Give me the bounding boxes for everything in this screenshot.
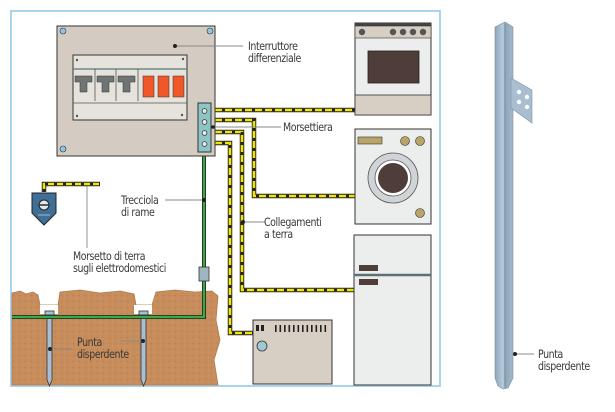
appliance-ground-clamp xyxy=(31,181,100,226)
callout-dot xyxy=(202,198,206,202)
heater-vent xyxy=(293,325,295,332)
callout-dot xyxy=(173,44,177,48)
label-line: Collegamenti xyxy=(264,215,322,229)
ground-rod-photo xyxy=(494,21,533,390)
label-differential-switch: Interruttore differenziale xyxy=(248,40,301,64)
heater-vent xyxy=(306,325,309,332)
label-line: disperdente xyxy=(77,347,129,361)
breaker-switch-gray xyxy=(96,75,115,93)
label-line: sugli elettrodomestici xyxy=(73,261,166,275)
oven-knob xyxy=(419,28,427,36)
heater-vent xyxy=(297,325,300,332)
heater xyxy=(252,319,333,385)
label-line: Punta xyxy=(77,335,102,349)
breaker-switch-gray xyxy=(117,75,136,93)
breaker-switch-red xyxy=(172,75,185,98)
terminal-screw xyxy=(201,108,208,114)
heater-vent xyxy=(315,325,318,332)
label-copper-braid: Trecciola di rame xyxy=(121,193,159,219)
label-ground-connections: Collegamenti a terra xyxy=(264,216,322,240)
heater-vent xyxy=(302,325,304,332)
washer-knob xyxy=(400,136,410,146)
ground-wires xyxy=(212,107,355,336)
breaker-switch-red xyxy=(157,75,170,98)
label-line: a terra xyxy=(264,227,293,241)
callout-dot xyxy=(48,347,52,351)
label-line: Interruttore xyxy=(248,39,298,53)
label-line: Punta xyxy=(538,347,563,361)
copper-braid-wire xyxy=(12,150,210,319)
heater-vent xyxy=(288,325,291,332)
oven-knob xyxy=(399,28,407,36)
heater-knob xyxy=(256,340,268,352)
ground-rod-right xyxy=(134,305,152,388)
refrigerator xyxy=(353,234,432,386)
oven-knob xyxy=(389,28,397,36)
callout-dot xyxy=(211,125,215,129)
terminal-screw xyxy=(201,130,208,136)
wire-connector xyxy=(198,266,210,282)
panel-screw xyxy=(59,27,67,35)
heater-vent xyxy=(311,325,313,332)
terminal-block xyxy=(197,102,215,153)
oven xyxy=(354,22,432,116)
label-terminal-block: Morsettiera xyxy=(283,120,333,134)
callout-lines xyxy=(52,45,534,355)
washer-knob xyxy=(415,208,425,218)
heater-vent xyxy=(324,325,327,332)
fridge-handle xyxy=(359,279,378,285)
label-ground-rod-main: Punta disperdente xyxy=(77,336,129,360)
breaker-switch-gray xyxy=(74,75,93,93)
washing-machine xyxy=(354,128,432,225)
ground-rod-left xyxy=(40,305,58,388)
label-line: disperdente xyxy=(538,359,590,373)
fridge-handle xyxy=(359,265,378,271)
heater-vent xyxy=(320,325,322,332)
heater-vent xyxy=(275,325,277,332)
washer-knob xyxy=(415,136,425,146)
breaker-switch-red xyxy=(142,75,155,98)
rod-bracket xyxy=(510,77,533,124)
callout-dot xyxy=(513,352,517,356)
label-line: Morsetto di terra xyxy=(73,249,146,263)
oven-knob xyxy=(358,28,366,36)
label-line: differenziale xyxy=(248,51,301,65)
electrical-panel xyxy=(56,25,216,157)
label-line: di rame xyxy=(121,205,155,219)
label-ground-rod-side: Punta disperdente xyxy=(538,348,590,372)
callout-dot xyxy=(241,220,245,224)
oven-knob xyxy=(409,28,417,36)
oven-window xyxy=(367,50,420,84)
heater-vent xyxy=(279,325,282,332)
label-line: Trecciola xyxy=(121,193,159,207)
terminal-screw xyxy=(201,119,208,125)
label-appliance-ground-clamp: Morsetto di terra sugli elettrodomestici xyxy=(73,250,166,274)
heater-vent xyxy=(284,325,286,332)
panel-screw xyxy=(206,27,214,35)
callout-dot xyxy=(141,339,145,343)
panel-screw xyxy=(59,145,67,153)
detergent-drawer xyxy=(357,136,383,145)
terminal-screw xyxy=(201,141,208,147)
